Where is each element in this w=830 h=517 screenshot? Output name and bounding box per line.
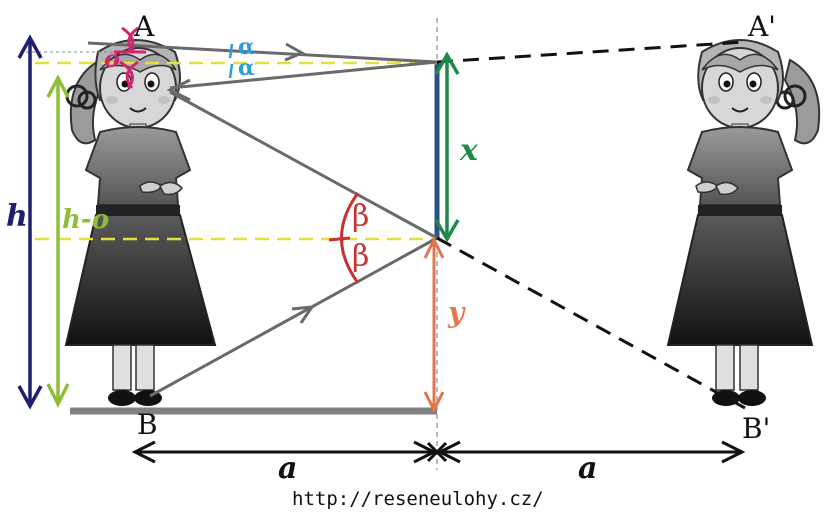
virtual-line-bottom xyxy=(436,236,746,410)
y-arrow xyxy=(423,236,445,414)
label-alpha-top: α xyxy=(238,34,255,60)
label-point-a: A xyxy=(133,10,155,43)
label-h-minus-o: h-o xyxy=(62,205,109,235)
h-minus-o-arrow xyxy=(46,74,70,408)
distance-arrow-right xyxy=(436,440,746,464)
credit-url: http://reseneulohy.cz/ xyxy=(292,488,544,510)
ray-top-incident xyxy=(87,41,438,64)
alpha-marks xyxy=(228,43,234,79)
beta-arc xyxy=(328,192,360,284)
ray-arrow-top xyxy=(284,42,306,62)
label-beta-bottom: β xyxy=(352,239,369,274)
mirror-foot-cross xyxy=(426,441,448,463)
label-h: h xyxy=(6,199,28,234)
label-o: o xyxy=(104,44,120,73)
virtual-line-top xyxy=(436,40,746,64)
label-point-a-prime: A' xyxy=(747,10,776,43)
label-distance-right: a xyxy=(578,451,597,486)
distance-arrow-left xyxy=(131,440,438,464)
girl-mirror-image xyxy=(666,39,821,406)
label-beta-top: β xyxy=(352,199,369,234)
o-mark xyxy=(114,26,146,89)
x-arrow xyxy=(434,51,460,243)
label-point-b: B xyxy=(137,408,158,441)
label-x: x xyxy=(459,133,479,168)
label-alpha-bottom: α xyxy=(238,55,255,81)
label-distance-left: a xyxy=(278,451,297,486)
ray-top-reflected xyxy=(169,60,438,90)
ray-feet-incident xyxy=(149,236,438,398)
label-y: y xyxy=(447,296,466,329)
label-point-b-prime: B' xyxy=(742,412,770,445)
ray-arrow-feet xyxy=(291,305,316,324)
ray-arrow-eye xyxy=(166,78,191,102)
ray-bottom-to-eye xyxy=(169,90,438,240)
h-arrow xyxy=(17,34,43,410)
